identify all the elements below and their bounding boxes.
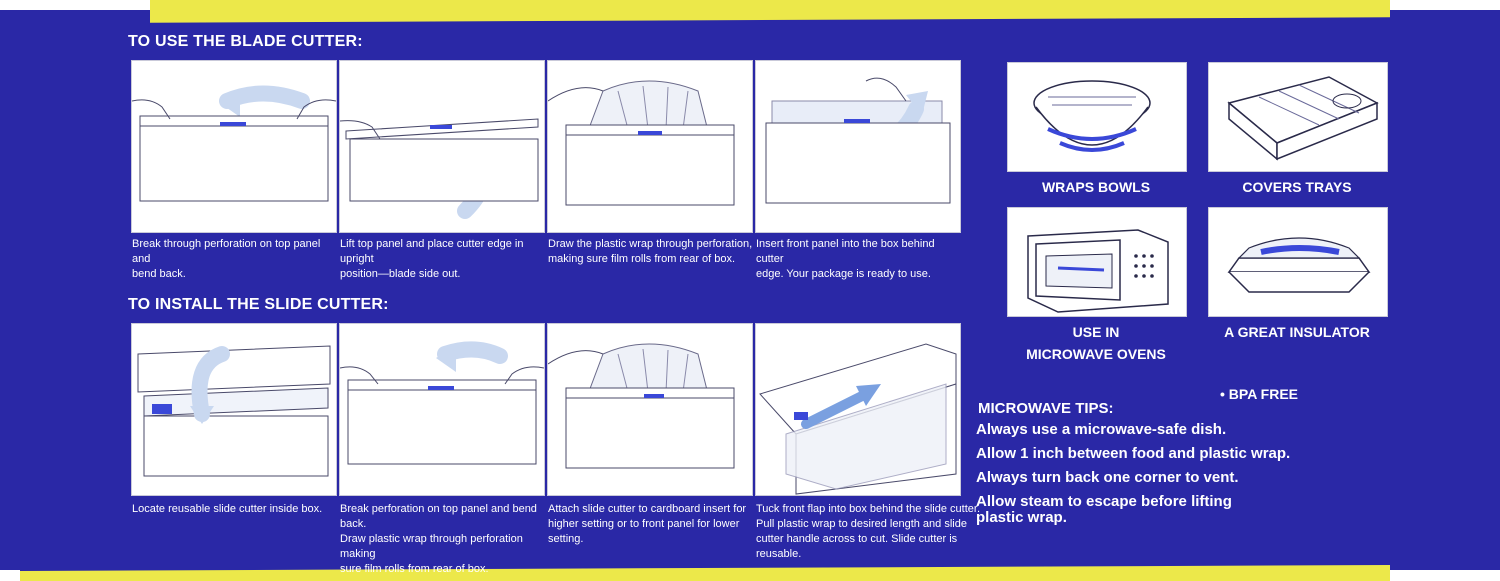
caption-line: position—blade side out. — [340, 268, 461, 280]
tip-line: Allow 1 inch between food and plastic wr… — [976, 445, 1291, 462]
film-draw-icon — [548, 80, 735, 206]
use-label-line: WRAPS BOWLS — [1041, 179, 1151, 195]
caption-line: Locate reusable slide cutter inside box. — [132, 503, 323, 515]
microwave-tips-list: Always use a microwave-safe dish. Allow … — [976, 422, 1376, 526]
blade-step-3-illustration — [547, 60, 753, 233]
box-open-icon — [340, 341, 544, 465]
caption-line: setting. — [548, 533, 584, 545]
use-label-line: COVERS TRAYS — [1242, 179, 1352, 195]
use-tile-insulator — [1208, 207, 1388, 317]
blade-step-2-illustration — [339, 60, 545, 233]
blade-step-1-caption: Break through perforation on top panel a… — [132, 237, 337, 282]
caption-line: bend back. — [132, 268, 186, 280]
use-label-insulator: A GREAT INSULATOR — [1208, 321, 1386, 343]
slide-step-4-caption: Tuck front flap into box behind the slid… — [756, 502, 986, 562]
caption-line: sure film rolls from rear of box. — [340, 563, 489, 575]
caption-line: Draw the plastic wrap through perforatio… — [548, 238, 753, 250]
slide-cutter-heading: TO INSTALL THE SLIDE CUTTER: — [128, 296, 389, 313]
tip-item: Allow steam to escape before lifting pla… — [976, 494, 1376, 526]
use-tile-bowls — [1007, 62, 1187, 172]
caption-line: Draw plastic wrap through perforation ma… — [340, 533, 523, 560]
slide-step-4-illustration — [755, 323, 961, 496]
slide-step-2-caption: Break perforation on top panel and bend … — [340, 502, 545, 577]
bowl-icon — [1033, 80, 1151, 152]
caption-line: Pull plastic wrap to desired length and … — [756, 518, 967, 530]
use-tile-microwave — [1007, 207, 1187, 317]
blade-step-1-illustration — [131, 60, 337, 233]
blade-step-3-caption: Draw the plastic wrap through perforatio… — [548, 237, 753, 267]
tip-line: Always use a microwave-safe dish. — [976, 421, 1227, 438]
slide-step-2-illustration — [339, 323, 545, 496]
blade-cutter-heading: TO USE THE BLADE CUTTER: — [128, 33, 363, 50]
microwave-icon — [1027, 229, 1169, 313]
top-yellow-band — [150, 0, 1390, 23]
insert-panel-icon — [765, 77, 951, 204]
use-label-microwave: USE IN MICROWAVE OVENS — [1007, 321, 1185, 365]
slide-step-3-illustration — [547, 323, 753, 496]
tip-item: Always turn back one corner to vent. — [976, 470, 1376, 486]
use-label-bowls: WRAPS BOWLS — [1007, 176, 1185, 198]
page-corner — [1390, 0, 1500, 10]
tip-line: Allow steam to escape before lifting — [976, 493, 1232, 510]
cutter-edge-icon — [340, 118, 539, 219]
film-draw-icon — [548, 343, 735, 469]
slide-cutter-icon — [137, 345, 331, 477]
page-corner — [0, 570, 20, 581]
use-label-trays: COVERS TRAYS — [1208, 176, 1386, 198]
slide-step-1-illustration — [131, 323, 337, 496]
use-label-line: MICROWAVE OVENS — [1026, 346, 1166, 362]
tip-item: Always use a microwave-safe dish. — [976, 422, 1376, 438]
tray-icon — [1227, 76, 1379, 161]
page-corner — [1390, 570, 1500, 581]
bpa-free-badge: • BPA FREE — [1220, 386, 1299, 402]
tip-line: plastic wrap. — [976, 509, 1067, 526]
caption-line: Break perforation on top panel and bend … — [340, 503, 537, 530]
slide-step-1-caption: Locate reusable slide cutter inside box. — [132, 502, 337, 517]
microwave-tips-title: MICROWAVE TIPS: — [978, 400, 1114, 417]
slide-step-3-caption: Attach slide cutter to cardboard insert … — [548, 502, 753, 547]
covered-dish-icon — [1227, 237, 1371, 293]
use-label-line: A GREAT INSULATOR — [1224, 324, 1370, 340]
slide-cut-icon — [759, 343, 957, 495]
bottom-yellow-band — [20, 565, 1390, 581]
caption-line: Break through perforation on top panel a… — [132, 238, 321, 265]
tip-line: Always turn back one corner to vent. — [976, 469, 1239, 486]
caption-line: making sure film rolls from rear of box. — [548, 253, 736, 265]
caption-line: higher setting or to front panel for low… — [548, 518, 740, 530]
caption-line: Tuck front flap into box behind the slid… — [756, 503, 981, 515]
blade-step-2-caption: Lift top panel and place cutter edge in … — [340, 237, 545, 282]
blade-step-4-illustration — [755, 60, 961, 233]
caption-line: cutter handle across to cut. Slide cutte… — [756, 533, 958, 560]
tip-item: Allow 1 inch between food and plastic wr… — [976, 446, 1376, 462]
box-open-icon — [132, 85, 336, 202]
caption-line: edge. Your package is ready to use. — [756, 268, 931, 280]
use-label-line: USE IN — [1072, 324, 1120, 340]
use-tile-trays — [1208, 62, 1388, 172]
blade-step-4-caption: Insert front panel into the box behind c… — [756, 237, 961, 282]
caption-line: Insert front panel into the box behind c… — [756, 238, 935, 265]
caption-line: Attach slide cutter to cardboard insert … — [548, 503, 747, 515]
caption-line: Lift top panel and place cutter edge in … — [340, 238, 524, 265]
page-corner — [0, 0, 150, 10]
